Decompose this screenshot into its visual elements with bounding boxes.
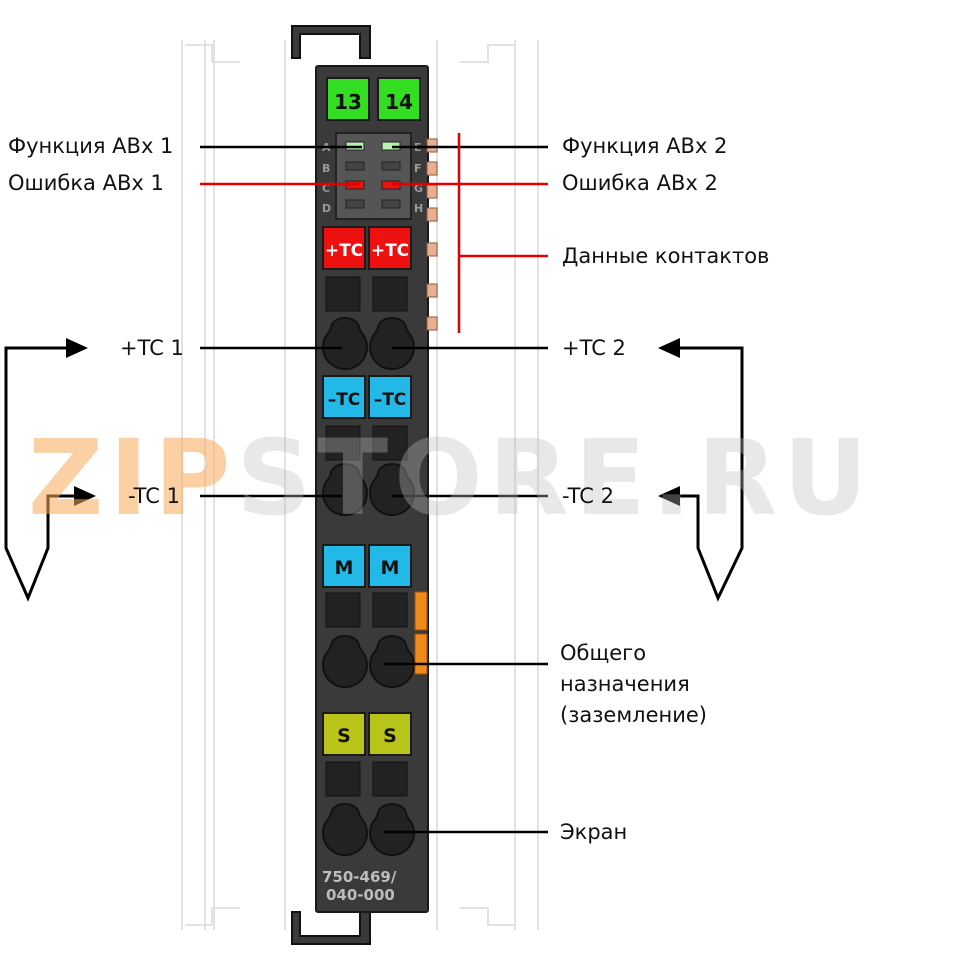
terminal-s-1-label: S: [337, 725, 351, 747]
led-letter-b: B: [322, 162, 330, 175]
release-slot-1b: [372, 276, 408, 312]
label-tc-plus-2: +TC 2: [562, 336, 626, 360]
terminal-minus-tc-2-box: [368, 375, 412, 419]
led-letter-g: G: [414, 182, 423, 195]
terminal-plus-tc-2-box: [368, 226, 412, 270]
terminal-13-box: [326, 77, 370, 121]
thermocouple-left: [4, 346, 80, 602]
terminal-plus-tc-2-label: +TC: [371, 241, 409, 261]
terminal-minus-tc-2-label: –TC: [374, 390, 407, 410]
label-func2: Функция АВх 2: [562, 134, 728, 158]
clamp-holes-1: [322, 317, 415, 371]
watermark: ZIPSTORE.RU: [28, 426, 943, 530]
release-slot-4b: [372, 761, 408, 797]
data-contacts: [426, 138, 438, 331]
label-tc-minus-1: -TC 1: [128, 484, 180, 508]
led-d: [345, 199, 365, 209]
label-err2: Ошибка АВх 2: [562, 171, 718, 195]
led-letter-h: H: [414, 202, 423, 215]
terminal-s-1-box: [322, 712, 366, 756]
watermark-part1: ZIP: [28, 417, 237, 539]
clamp-holes-3: [322, 635, 415, 689]
part-number-line2: 040-000: [326, 886, 395, 904]
terminal-s-2-label: S: [383, 725, 397, 747]
leader-lines-red: [200, 133, 548, 333]
terminal-m-2-box: [368, 544, 412, 588]
arrow-right-minus: [658, 486, 680, 506]
leader-lines: [200, 145, 548, 834]
arrow-left-plus: [66, 338, 88, 358]
terminal-minus-tc-1-label: –TC: [328, 390, 361, 410]
release-slot-2a: [325, 425, 361, 461]
label-func1: Функция АВх 1: [8, 134, 174, 158]
clamp-holes-2: [322, 463, 415, 517]
release-slot-3b: [372, 592, 408, 628]
arrow-right-plus: [658, 338, 680, 358]
release-slot-3a: [325, 592, 361, 628]
terminal-14-box: [377, 77, 421, 121]
clamp-holes-4: [322, 803, 415, 857]
label-ground: Общего назначения (заземление): [560, 641, 707, 727]
din-clips: [291, 25, 371, 945]
terminal-13-label: 13: [334, 90, 362, 114]
terminal-plus-tc-1-label: +TC: [325, 241, 363, 261]
terminal-s-2-box: [368, 712, 412, 756]
arrow-left-minus: [74, 486, 96, 506]
led-letter-c: C: [322, 182, 330, 195]
release-slot-1a: [325, 276, 361, 312]
led-h: [381, 199, 401, 209]
label-tc-minus-2: -TC 2: [562, 484, 614, 508]
release-slot-4a: [325, 761, 361, 797]
terminal-minus-tc-1-box: [322, 375, 366, 419]
terminal-plus-tc-1-box: [322, 226, 366, 270]
thermocouple-right: [668, 346, 744, 602]
led-b: [345, 161, 365, 171]
label-err1: Ошибка АВх 1: [8, 171, 164, 195]
label-tc-plus-1: +TC 1: [120, 336, 184, 360]
led-letter-d: D: [322, 202, 331, 215]
label-contacts: Данные контактов: [562, 244, 770, 268]
terminal-14-label: 14: [385, 90, 413, 114]
terminal-m-1-box: [322, 544, 366, 588]
watermark-part2: STORE.RU: [236, 417, 874, 539]
led-f: [381, 161, 401, 171]
part-number-line1: 750-469/: [322, 868, 397, 886]
terminal-m-1-label: M: [335, 557, 354, 579]
terminal-m-2-label: M: [381, 557, 400, 579]
led-letter-f: F: [414, 162, 422, 175]
label-shield: Экран: [560, 820, 628, 844]
release-slot-2b: [372, 425, 408, 461]
neighbor-module-outlines: [181, 40, 539, 930]
